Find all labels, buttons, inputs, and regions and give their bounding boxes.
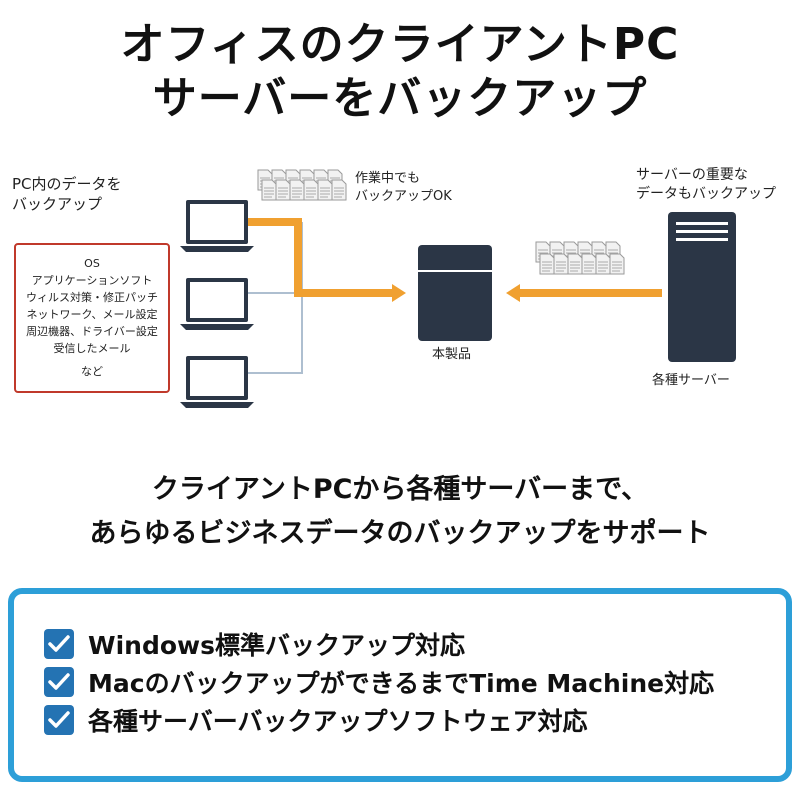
backup-diagram: PC内のデータを バックアップ OS アプリケーションソフト ウィルス対策・修正… [0, 150, 800, 430]
server-backup-arrow [506, 284, 662, 302]
laptop-icon [180, 356, 254, 408]
server-important-label: サーバーの重要な データもバックアップ [636, 166, 776, 204]
list-item: 受信したメール [53, 342, 131, 355]
list-item: OS [84, 257, 100, 270]
diagram-graphics [180, 169, 736, 408]
feature-text: MacのバックアップができるまでTime Machine対応 [88, 669, 715, 698]
laptop-icon [180, 278, 254, 330]
checkmark-icon [44, 667, 74, 697]
list-item: ウィルス対策・修正パッチ [26, 291, 158, 304]
pc-backup-label: PC内のデータを バックアップ [12, 174, 122, 214]
feature-item: 各種サーバーバックアップソフトウェア対応 [44, 704, 588, 736]
subtitle-line-2: あらゆるビジネスデータのバックアップをサポート [89, 518, 711, 549]
documents-icon [257, 169, 347, 201]
list-item: 周辺機器、ドライバー設定 [26, 325, 158, 338]
checkmark-icon [44, 705, 74, 735]
subtitle-line-1: クライアントPCから各種サーバーまで、 [151, 474, 649, 505]
title-line-2: サーバーをバックアップ [152, 73, 648, 124]
product-label: 本製品 [432, 347, 472, 362]
servers-label: 各種サーバー [652, 373, 730, 388]
laptop-icon [180, 200, 254, 252]
server-important-label-line-2: データもバックアップ [636, 186, 776, 202]
documents-icon [535, 241, 625, 275]
title-line-1: オフィスのクライアントPC [120, 19, 680, 70]
pc-backup-arrow [248, 218, 406, 302]
features-panel: Windows標準バックアップ対応 MacのバックアップができるまでTime M… [8, 588, 792, 782]
server-important-label-line-1: サーバーの重要な [636, 167, 748, 183]
server-tower-icon [668, 212, 736, 362]
list-item: アプリケーションソフト [31, 274, 153, 287]
feature-item: Windows標準バックアップ対応 [44, 628, 465, 660]
pc-data-list: OS アプリケーションソフト ウィルス対策・修正パッチ ネットワーク、メール設定… [14, 243, 170, 393]
list-item-etc: など [81, 365, 103, 378]
working-backup-label-line-2: バックアップOK [355, 189, 452, 204]
feature-item: MacのバックアップができるまでTime Machine対応 [44, 666, 714, 698]
nas-device-icon [418, 245, 492, 341]
working-backup-label-line-1: 作業中でも [355, 171, 421, 186]
pc-backup-label-line-1: PC内のデータを [12, 175, 122, 193]
connection-lines [248, 222, 303, 374]
list-item: ネットワーク、メール設定 [26, 308, 158, 321]
checkmark-icon [44, 629, 74, 659]
working-backup-label: 作業中でも バックアップOK [355, 170, 452, 206]
page-title: オフィスのクライアントPC サーバーをバックアップ [0, 18, 800, 126]
feature-text: Windows標準バックアップ対応 [88, 631, 465, 660]
feature-text: 各種サーバーバックアップソフトウェア対応 [88, 707, 588, 736]
subtitle: クライアントPCから各種サーバーまで、 あらゆるビジネスデータのバックアップをサ… [0, 468, 800, 556]
pc-backup-label-line-2: バックアップ [12, 195, 103, 213]
